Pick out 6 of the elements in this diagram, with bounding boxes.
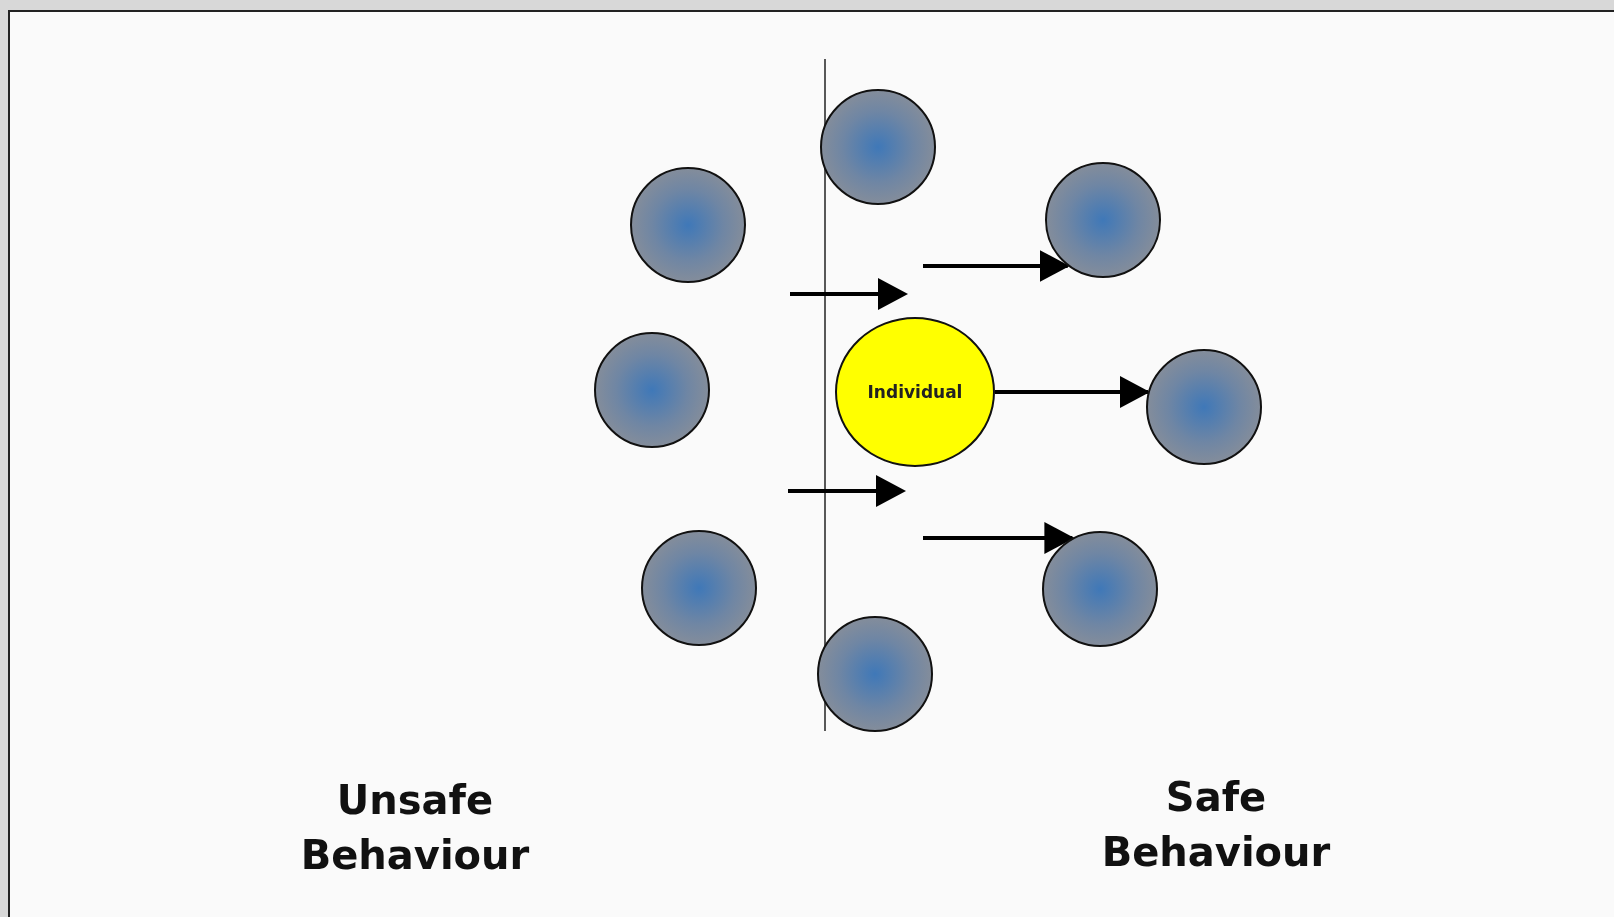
arrow (923, 522, 1075, 554)
zone-label: Unsafe Behaviour (299, 776, 531, 880)
arrow (995, 376, 1150, 408)
node-label: Individual (867, 382, 963, 402)
arrow (923, 250, 1070, 282)
zone-label: Safe Behaviour (1100, 773, 1332, 877)
